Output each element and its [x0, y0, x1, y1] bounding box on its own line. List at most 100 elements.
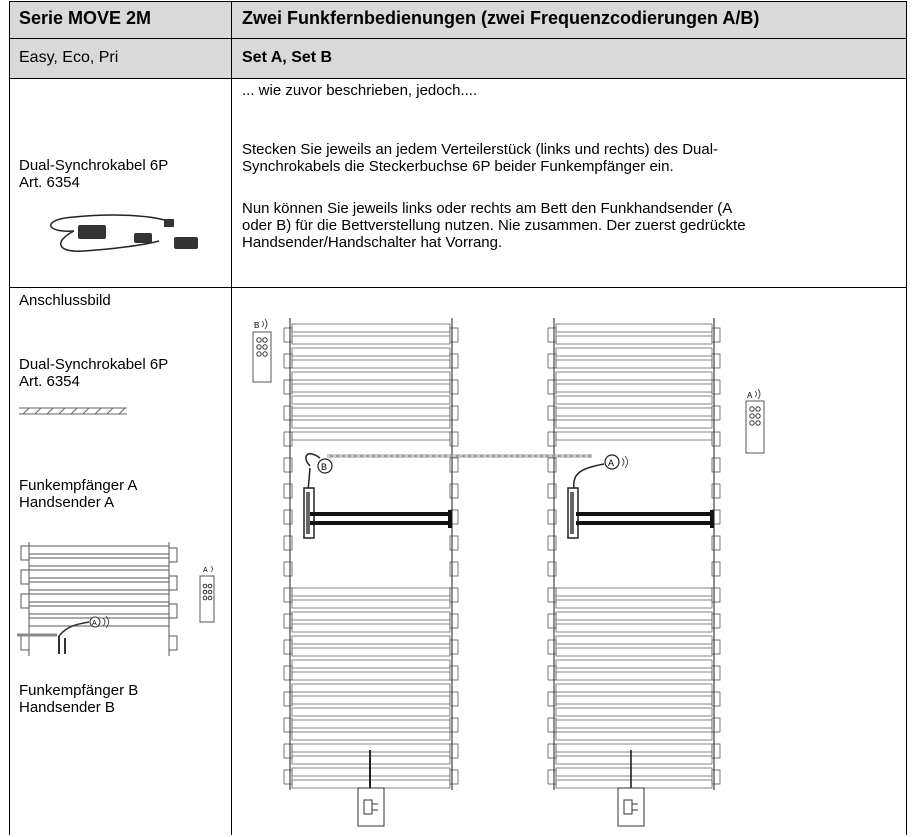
slat-holder	[547, 353, 557, 369]
remote-b: B	[252, 318, 272, 383]
slat-holder	[711, 639, 721, 655]
bed-slat	[555, 731, 713, 741]
receiver-b-symbol: B	[321, 462, 327, 472]
bed-slat	[291, 611, 451, 621]
bed-slat	[555, 599, 713, 609]
bed-slat	[291, 383, 451, 393]
sender-b-label: Handsender B	[19, 699, 115, 716]
slat-holder	[711, 327, 721, 343]
slat-holder	[283, 717, 293, 733]
slat-holder	[449, 639, 459, 655]
detail-receiver-image: A A	[17, 542, 215, 656]
slat-holder	[449, 353, 459, 369]
row-divider-1	[9, 38, 907, 39]
slat-holder	[547, 431, 557, 447]
bed-slat	[291, 779, 451, 789]
power-plug-left	[357, 787, 385, 827]
wiring-diagram-heading: Anschlussbild	[19, 292, 111, 309]
bed-slat	[291, 695, 451, 705]
slat-holder	[711, 379, 721, 395]
bed-slat	[291, 419, 451, 429]
bed-slat	[555, 395, 713, 405]
slat-holder	[283, 327, 293, 343]
slat-holder	[449, 717, 459, 733]
product-table: Serie MOVE 2M Zwei Funkfernbedienungen (…	[9, 1, 907, 835]
slat-holder	[449, 587, 459, 603]
slat-holder	[547, 327, 557, 343]
slat-holder	[449, 613, 459, 629]
slat-holder	[283, 535, 293, 551]
svg-text:A: A	[92, 620, 97, 627]
bed-slat	[291, 359, 451, 369]
slat-holder	[547, 769, 557, 785]
bed-slat	[555, 359, 713, 369]
bed-slat	[555, 779, 713, 789]
bed-slat	[555, 719, 713, 729]
bed-slat	[555, 623, 713, 633]
slat-holder	[449, 483, 459, 499]
slat-holder	[283, 743, 293, 759]
slat-holder	[547, 743, 557, 759]
bed-slat	[291, 755, 451, 765]
bed-slat	[555, 419, 713, 429]
bed-slat	[555, 347, 713, 357]
bed-slat	[291, 431, 451, 441]
slat-holder	[711, 769, 721, 785]
slat-holder	[283, 587, 293, 603]
bed-slat	[291, 719, 451, 729]
bed-slat	[555, 383, 713, 393]
series-variants: Easy, Eco, Pri	[19, 49, 119, 66]
remote-a-symbol: A	[747, 391, 753, 400]
slat-holder	[547, 613, 557, 629]
receiver-a-label: Funkempfänger A	[19, 477, 138, 494]
connection-diagram: B A B A	[252, 318, 765, 827]
cable-article-1: Art. 6354	[19, 174, 80, 191]
slat-holder	[449, 457, 459, 473]
slat-holder	[547, 483, 557, 499]
slat-holder	[449, 379, 459, 395]
slat-holder	[711, 587, 721, 603]
series-title: Serie MOVE 2M	[19, 8, 152, 28]
cable-title-1: Dual-Synchrokabel 6P	[19, 157, 169, 174]
slat-holder	[283, 665, 293, 681]
power-plug-right	[617, 787, 645, 827]
slat-holder	[283, 509, 293, 525]
bed-slat	[555, 611, 713, 621]
slat-holder	[283, 483, 293, 499]
slat-holder	[547, 691, 557, 707]
remote-b-symbol: B	[254, 321, 259, 330]
table-border-left	[9, 1, 10, 835]
bed-slat	[555, 683, 713, 693]
bed-slat	[555, 431, 713, 441]
slat-holder	[547, 535, 557, 551]
slat-holder	[547, 665, 557, 681]
receiver-b-label: Funkempfänger B	[19, 682, 139, 699]
table-border-top	[9, 1, 907, 2]
slat-holder	[711, 717, 721, 733]
slat-holder	[547, 587, 557, 603]
bed-slat	[291, 347, 451, 357]
para2-line3: Handsender/Handschalter hat Vorrang.	[242, 234, 503, 251]
para1-line1: Stecken Sie jeweils an jedem Verteilerst…	[242, 141, 719, 158]
column-divider	[231, 1, 232, 835]
cable-legend-symbol	[19, 407, 127, 415]
slat-holder	[283, 353, 293, 369]
slat-holder	[449, 691, 459, 707]
header-row-2-bg	[9, 38, 907, 78]
cable-article-2: Art. 6354	[19, 373, 80, 390]
slat-holder	[711, 613, 721, 629]
bed-slat	[291, 767, 451, 777]
bed-slat	[291, 743, 451, 753]
bed-slat	[291, 623, 451, 633]
bed-slat	[291, 335, 451, 345]
bed-slat	[291, 635, 451, 645]
bed-slat	[555, 647, 713, 657]
sender-a-label: Handsender A	[19, 494, 115, 511]
bed-slat	[291, 683, 451, 693]
bed-slat	[291, 587, 451, 597]
slat-holder	[283, 769, 293, 785]
bed-frame-left	[283, 323, 459, 789]
bed-frame-right	[547, 323, 721, 789]
slat-holder	[547, 509, 557, 525]
slat-holder	[711, 457, 721, 473]
